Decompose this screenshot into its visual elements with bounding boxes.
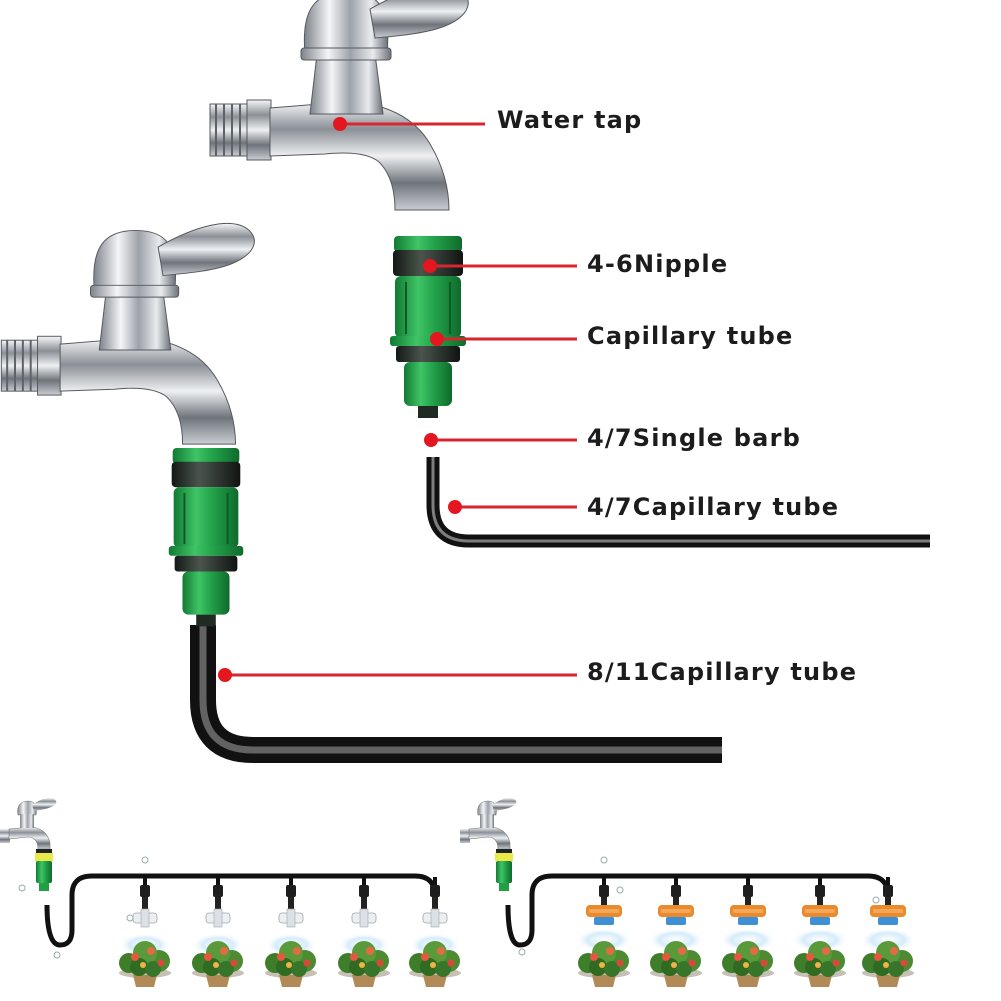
label-nipple: 4-6Nipple	[587, 250, 729, 278]
callout-single-barb	[424, 433, 577, 447]
callout-nipple	[423, 259, 577, 273]
label-capillary-tube-8-11: 8/11Capillary tube	[587, 658, 858, 686]
white-nozzle-system	[0, 797, 461, 987]
water-tap-icon	[209, 0, 470, 211]
callout-capillary-tube	[430, 332, 577, 346]
potted-plant-icon	[119, 941, 461, 987]
mini-water-tap-icon	[0, 797, 57, 892]
water-tap-left-icon	[0, 222, 256, 446]
mini-water-tap-right-icon	[459, 797, 517, 892]
callout-capillary-tube-4-7	[448, 500, 577, 514]
capillary-tube-8-11	[190, 625, 722, 763]
label-single-barb: 4/7Single barb	[587, 424, 801, 452]
label-capillary-tube-4-7: 4/7Capillary tube	[587, 493, 840, 521]
potted-plant-right-icon	[578, 941, 914, 987]
orange-nozzle-system	[459, 797, 916, 987]
label-water-tap: Water tap	[497, 106, 643, 134]
quick-connector-left-icon	[167, 447, 245, 628]
callout-capillary-tube-8-11	[218, 668, 577, 682]
label-capillary-tube: Capillary tube	[587, 322, 794, 350]
callout-water-tap	[333, 117, 485, 131]
